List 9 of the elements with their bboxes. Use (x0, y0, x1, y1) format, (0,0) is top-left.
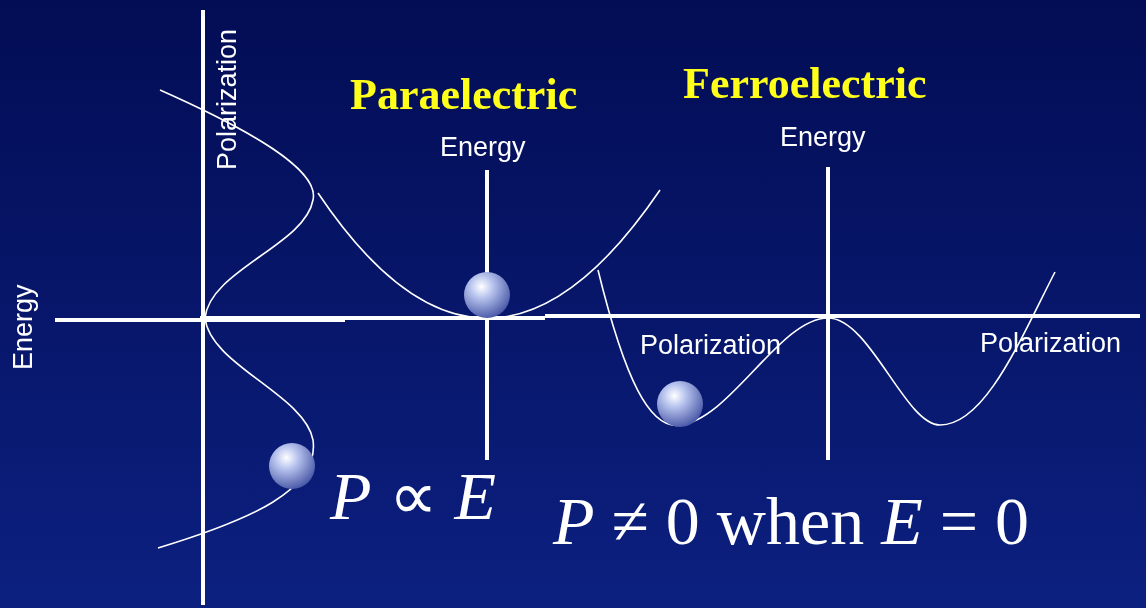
heading: Paraelectric (350, 73, 578, 117)
equation: P ≠ 0 when E = 0 (553, 487, 1030, 555)
axis-label: Energy (10, 284, 37, 370)
axis-label: Polarization (214, 28, 241, 170)
axis-label: Polarization (640, 332, 782, 359)
equation: P ∝ E (330, 462, 497, 530)
axis-label: Energy (440, 134, 526, 161)
axis-label: Energy (780, 124, 866, 151)
heading: Ferroelectric (683, 62, 927, 106)
